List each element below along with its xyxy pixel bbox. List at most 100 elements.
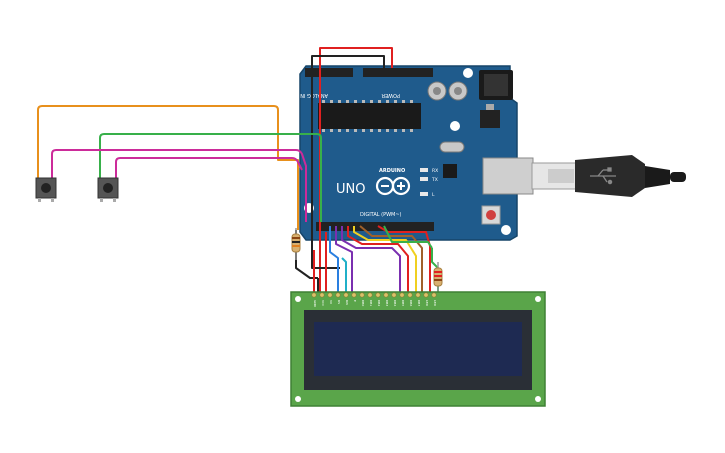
lcd-pin-label: DB1 (369, 300, 373, 306)
wire-magenta-button1[interactable] (51, 149, 307, 222)
lcd-backlight-resistor[interactable] (433, 262, 443, 293)
usb-plug-metal-inner (548, 169, 574, 183)
lcd-pin[interactable] (383, 292, 389, 298)
brand-label: ARDUINO (379, 168, 405, 174)
button-leg (51, 198, 54, 202)
button-leg (113, 198, 116, 202)
button-cap[interactable] (103, 183, 113, 193)
wire-brown-db7[interactable] (359, 225, 423, 293)
wire-black-gnd[interactable] (311, 55, 385, 250)
l-label: L (432, 192, 435, 198)
wire-purple-db4[interactable] (341, 226, 401, 293)
lcd-pin-label: GND (313, 300, 317, 308)
resistor-band (434, 279, 442, 281)
lcd-pin[interactable] (311, 292, 317, 298)
wire-red-led[interactable] (377, 225, 431, 293)
lcd-pin[interactable] (335, 292, 341, 298)
wire-cyan-rw[interactable] (341, 257, 347, 293)
resistor-band (292, 241, 300, 243)
wire-black-lcd[interactable] (311, 250, 340, 269)
digital-header (316, 222, 434, 231)
power-header-label: POWER (381, 92, 400, 98)
digital-header-label: DIGITAL (PWM~) (360, 212, 402, 218)
wire-blue-lcd-rs[interactable] (329, 226, 339, 293)
lcd-pin[interactable] (367, 292, 373, 298)
regulator-tab (486, 104, 494, 110)
lcd-pin-label: VCC (321, 300, 325, 306)
button-leg (38, 198, 41, 202)
lcd-pin-label: RS (337, 300, 341, 304)
arduino-uno-board[interactable]: ANALOG IN POWER RX TX L (299, 65, 534, 241)
model-label: UNO (336, 182, 365, 197)
reset-button-cap[interactable] (486, 210, 496, 220)
usb-b-cable[interactable] (531, 155, 686, 197)
power-header (363, 68, 433, 77)
lcd-pin-label: DB6 (409, 300, 413, 306)
usb-symbol-icon (590, 167, 616, 185)
wire-magenta-button2[interactable] (115, 157, 303, 182)
lcd-pin-label: DB4 (393, 300, 397, 306)
lcd-mount-hole (535, 396, 541, 402)
capacitor-top (433, 87, 441, 95)
lcd-pin[interactable] (319, 292, 325, 298)
rx-led (420, 168, 428, 172)
pushbutton-1[interactable] (35, 177, 57, 202)
wire-red-db5[interactable] (347, 226, 409, 293)
usb-plug-strain-relief (645, 166, 670, 188)
usb-socket (482, 157, 534, 195)
wire-green-extra[interactable] (383, 225, 433, 249)
mounting-hole (450, 121, 460, 131)
lcd-pin[interactable] (415, 292, 421, 298)
wires (37, 47, 439, 293)
lcd-pin[interactable] (343, 292, 349, 298)
lcd-pin[interactable] (399, 292, 405, 298)
lcd-mount-hole (295, 396, 301, 402)
lcd-pin-label: DB2 (377, 300, 381, 306)
pushbutton-2[interactable] (97, 177, 119, 202)
lcd-mount-hole (535, 296, 541, 302)
pulldown-resistor[interactable] (291, 228, 301, 260)
lcd-mount-hole (295, 296, 301, 302)
lcd-pin-label: LED (433, 300, 437, 307)
lcd-pin-label: DB3 (385, 300, 389, 306)
lcd-pin[interactable] (423, 292, 429, 298)
resistor-band (292, 237, 300, 239)
lcd-pin-label: V0 (329, 300, 333, 304)
tx-label: TX (431, 177, 438, 183)
crystal-oscillator (439, 141, 465, 153)
lcd-screen (314, 322, 522, 376)
lcd-pin[interactable] (407, 292, 413, 298)
wire-purple-lcd-e[interactable] (335, 226, 353, 293)
chip-pins (322, 100, 413, 132)
analog-header-label: ANALOG IN (300, 92, 328, 98)
lcd-pin[interactable] (375, 292, 381, 298)
lcd-pin-label: LED (425, 300, 429, 307)
lcd-pin-label: DB0 (361, 300, 365, 306)
lcd-pin[interactable] (431, 292, 437, 298)
arduino-logo-icon (375, 176, 411, 196)
lcd-pin[interactable] (391, 292, 397, 298)
wire-orange-button1[interactable] (37, 105, 299, 230)
mounting-hole (501, 225, 511, 235)
resistor-band (292, 245, 300, 247)
l-led (420, 192, 428, 196)
wire-yellow-db6[interactable] (353, 226, 417, 293)
atmega-chip (318, 103, 421, 129)
lcd-pin-label: DB7 (417, 300, 421, 306)
voltage-regulator (480, 110, 500, 128)
usb-chip (443, 164, 457, 178)
lcd-pin[interactable] (359, 292, 365, 298)
button-cap[interactable] (41, 183, 51, 193)
lcd-pin-label: DB5 (401, 300, 405, 306)
lcd-pin[interactable] (327, 292, 333, 298)
resistor-band (434, 275, 442, 277)
capacitor-top (454, 87, 462, 95)
lcd-pin-label: RW (345, 300, 349, 305)
mounting-hole (463, 68, 473, 78)
lcd-pin[interactable] (351, 292, 357, 298)
wire-green-button2[interactable] (99, 133, 322, 222)
button-leg (100, 198, 103, 202)
